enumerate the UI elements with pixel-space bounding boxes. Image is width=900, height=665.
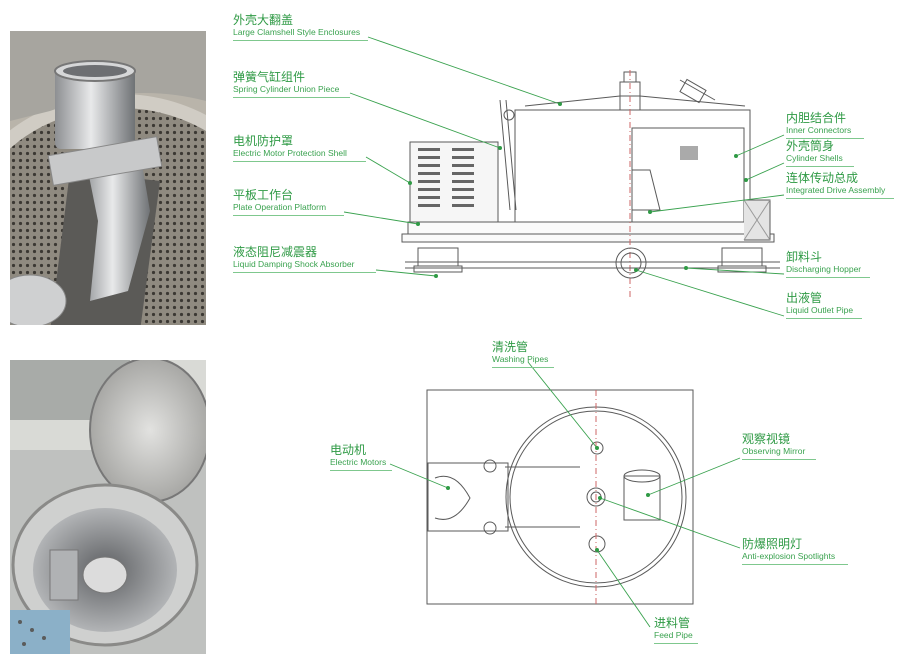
- label-hopper-en: Discharging Hopper: [786, 263, 862, 274]
- label-washing: 清洗管 Washing Pipes: [492, 340, 554, 368]
- label-motor-shell-en: Electric Motor Protection Shell: [233, 147, 347, 158]
- label-damper-zh: 液态阻尼减震器: [233, 245, 318, 259]
- label-drive-zh: 连体传动总成: [786, 171, 859, 185]
- top-plan-drawing: [426, 389, 694, 605]
- label-outlet-en: Liquid Outlet Pipe: [786, 304, 854, 315]
- centrifuge-feed-pipe-photo: [10, 31, 206, 325]
- label-mirror-zh: 观察视镜: [742, 432, 791, 446]
- label-feed: 进料管 Feed Pipe: [654, 616, 698, 644]
- label-washing-en: Washing Pipes: [492, 353, 549, 364]
- label-drive-en: Integrated Drive Assembly: [786, 184, 886, 195]
- label-damper: 液态阻尼减震器 Liquid Damping Shock Absorber: [233, 245, 376, 273]
- label-spring-zh: 弹簧气缸组件: [233, 70, 306, 84]
- label-damper-en: Liquid Damping Shock Absorber: [233, 258, 355, 269]
- label-inner: 内胆结合件 Inner Connectors: [786, 111, 864, 139]
- label-mirror-en: Observing Mirror: [742, 445, 806, 456]
- label-inner-en: Inner Connectors: [786, 124, 852, 135]
- label-platform-en: Plate Operation Platform: [233, 201, 327, 212]
- label-motors: 电动机 Electric Motors: [330, 443, 392, 471]
- label-platform: 平板工作台 Plate Operation Platform: [233, 188, 344, 216]
- label-outlet: 出液管 Liquid Outlet Pipe: [786, 291, 862, 319]
- label-shells-en: Cylinder Shells: [786, 152, 843, 163]
- centrifuge-open-lid-photo: [10, 360, 206, 654]
- label-mirror: 观察视镜 Observing Mirror: [742, 432, 816, 460]
- leader-lines: [343, 36, 785, 628]
- label-motors-zh: 电动机: [330, 443, 367, 457]
- label-inner-zh: 内胆结合件: [786, 111, 847, 125]
- label-platform-zh: 平板工作台: [233, 188, 294, 202]
- label-drive: 连体传动总成 Integrated Drive Assembly: [786, 171, 894, 199]
- leader-arrowheads: [408, 102, 748, 552]
- label-spotlights: 防爆照明灯 Anti-explosion Spotlights: [742, 537, 848, 565]
- label-hopper: 卸料斗 Discharging Hopper: [786, 250, 870, 278]
- label-enclosure-zh: 外壳大翻盖: [233, 13, 294, 27]
- label-spring: 弹簧气缸组件 Spring Cylinder Union Piece: [233, 70, 350, 98]
- label-enclosure-en: Large Clamshell Style Enclosures: [233, 26, 361, 37]
- label-shells-zh: 外壳筒身: [786, 139, 835, 153]
- label-hopper-zh: 卸料斗: [786, 250, 823, 264]
- label-motor-shell-zh: 电机防护罩: [233, 134, 294, 148]
- label-motors-en: Electric Motors: [330, 456, 387, 467]
- label-enclosure: 外壳大翻盖 Large Clamshell Style Enclosures: [233, 13, 368, 41]
- label-spotlights-en: Anti-explosion Spotlights: [742, 550, 836, 561]
- side-elevation-drawing: [401, 70, 780, 300]
- label-spring-en: Spring Cylinder Union Piece: [233, 83, 340, 94]
- label-feed-en: Feed Pipe: [654, 629, 693, 640]
- label-shells: 外壳筒身 Cylinder Shells: [786, 139, 854, 167]
- label-outlet-zh: 出液管: [786, 291, 823, 305]
- label-spotlights-zh: 防爆照明灯: [742, 537, 803, 551]
- label-motor-shell: 电机防护罩 Electric Motor Protection Shell: [233, 134, 366, 162]
- label-washing-zh: 清洗管: [492, 340, 529, 354]
- label-feed-zh: 进料管: [654, 616, 691, 630]
